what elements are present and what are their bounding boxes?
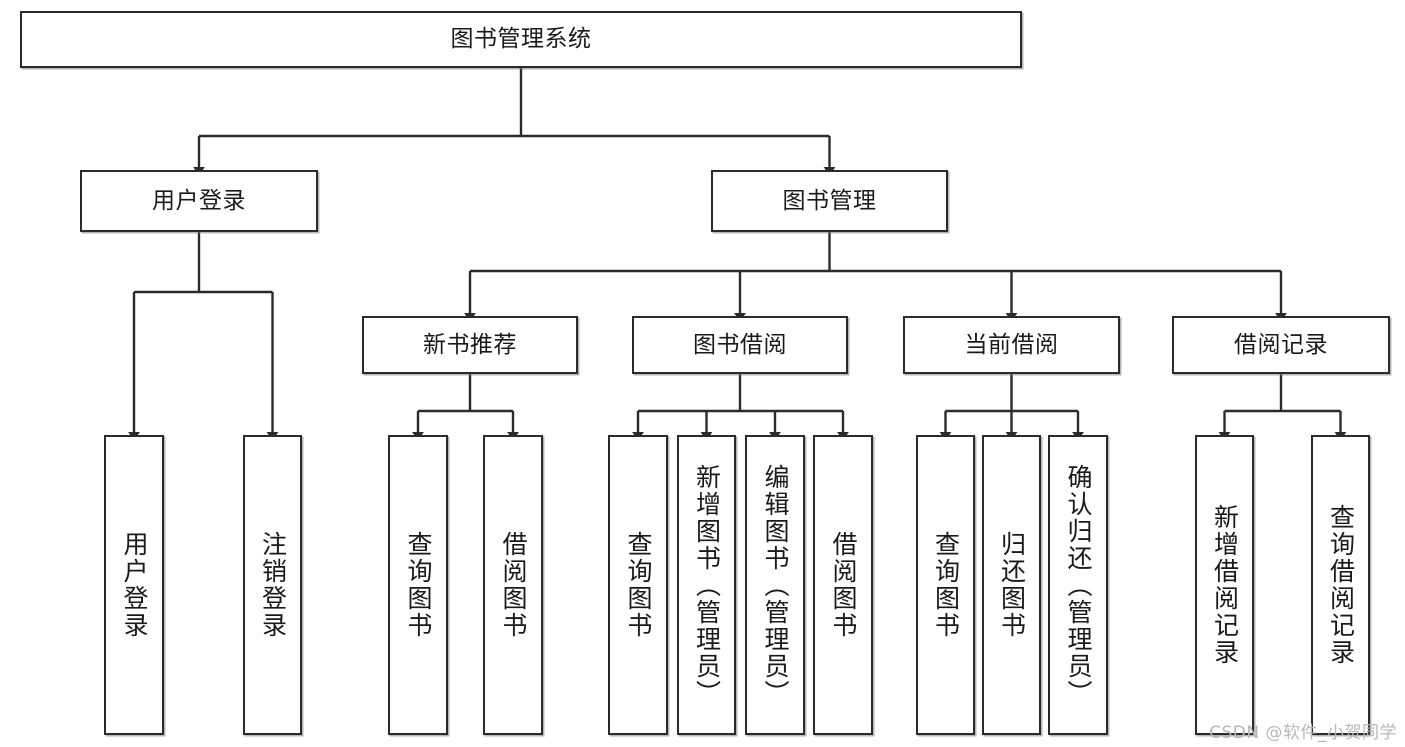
node-current-borrow[interactable]: 当前借阅 — [903, 316, 1120, 374]
node-leaf-edit-book[interactable]: 编辑图书（管理员） — [745, 435, 805, 735]
node-new-book-recommend[interactable]: 新书推荐 — [362, 316, 578, 374]
node-leaf-add-record-label: 新增借阅记录 — [1210, 504, 1240, 666]
node-leaf-query-book-bb[interactable]: 查询图书 — [608, 435, 668, 735]
node-current-borrow-label: 当前借阅 — [964, 331, 1059, 358]
node-leaf-user-logout-label: 注销登录 — [258, 531, 288, 639]
node-leaf-borrow-book-bb[interactable]: 借阅图书 — [813, 435, 873, 735]
node-leaf-query-record[interactable]: 查询借阅记录 — [1311, 435, 1370, 735]
node-leaf-borrow-book-rec[interactable]: 借阅图书 — [483, 435, 543, 735]
node-leaf-query-book-rec[interactable]: 查询图书 — [388, 435, 448, 735]
node-borrow-record[interactable]: 借阅记录 — [1172, 316, 1390, 374]
node-root-label: 图书管理系统 — [450, 26, 592, 53]
node-leaf-query-record-label: 查询借阅记录 — [1326, 504, 1356, 666]
node-book-borrow-label: 图书借阅 — [693, 331, 787, 358]
node-leaf-borrow-book-bb-label: 借阅图书 — [829, 531, 858, 639]
node-book-borrow[interactable]: 图书借阅 — [632, 316, 848, 374]
csdn-watermark: CSDN @软件_小贺同学 — [1209, 723, 1397, 743]
node-leaf-return-book-label: 归还图书 — [997, 531, 1027, 639]
node-user-login-label: 用户登录 — [152, 187, 246, 214]
node-book-manage-label: 图书管理 — [782, 187, 877, 214]
node-leaf-edit-book-label: 编辑图书（管理员） — [761, 463, 790, 707]
node-book-manage[interactable]: 图书管理 — [711, 170, 948, 232]
node-leaf-user-login[interactable]: 用户登录 — [104, 435, 164, 735]
node-leaf-user-login-label: 用户登录 — [120, 531, 149, 639]
node-leaf-confirm-return-label: 确认归还（管理员） — [1064, 463, 1093, 707]
node-root[interactable]: 图书管理系统 — [20, 11, 1022, 68]
node-leaf-query-book-rec-label: 查询图书 — [404, 531, 433, 639]
node-leaf-return-book[interactable]: 归还图书 — [982, 435, 1041, 735]
node-user-login[interactable]: 用户登录 — [80, 170, 318, 232]
node-new-book-recommend-label: 新书推荐 — [423, 331, 517, 358]
node-leaf-add-book[interactable]: 新增图书（管理员） — [677, 435, 736, 735]
node-leaf-borrow-book-rec-label: 借阅图书 — [499, 531, 528, 639]
node-borrow-record-label: 借阅记录 — [1234, 331, 1328, 358]
node-leaf-confirm-return[interactable]: 确认归还（管理员） — [1048, 435, 1108, 735]
node-leaf-add-book-label: 新增图书（管理员） — [692, 463, 722, 707]
node-leaf-query-book-cb[interactable]: 查询图书 — [916, 435, 975, 735]
node-leaf-query-book-cb-label: 查询图书 — [931, 531, 961, 639]
node-leaf-query-book-bb-label: 查询图书 — [624, 531, 653, 639]
node-leaf-user-logout[interactable]: 注销登录 — [243, 435, 302, 735]
node-leaf-add-record[interactable]: 新增借阅记录 — [1195, 435, 1254, 735]
